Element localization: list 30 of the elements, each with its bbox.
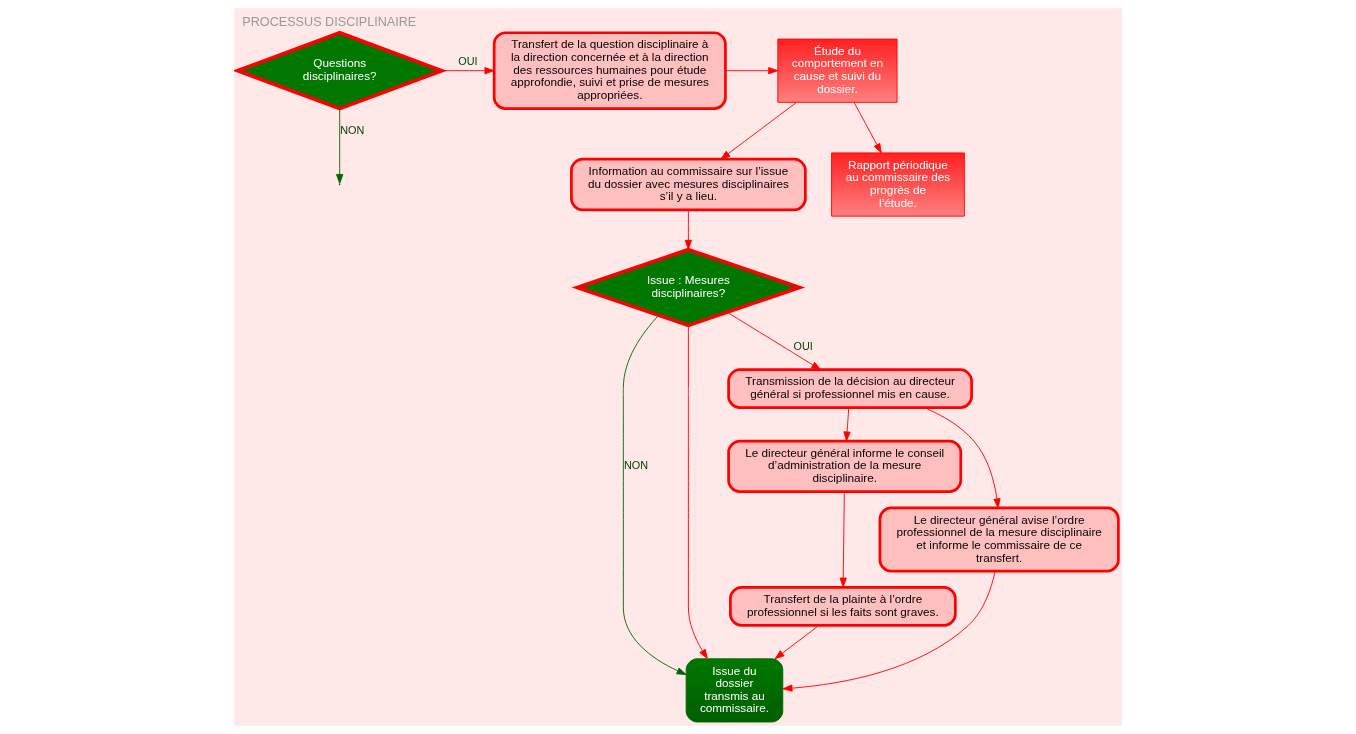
node-box: Transfert de la question disciplinaire à la direction concernée et à la direction des ressources humaines pour étude approfondie, suivi et prise de mesures appropriées. (492, 31, 727, 110)
arrow (782, 571, 996, 692)
node-diamond: Issue : Mesures disciplinaires? (571, 247, 806, 328)
arrow (684, 209, 692, 250)
arrow (853, 102, 882, 154)
arrow (720, 102, 797, 160)
node-diamond: Questions disciplinaires? (234, 30, 447, 111)
node-box: Issue du dossier transmis au commissaire. (685, 658, 784, 723)
arrow (839, 491, 847, 588)
node-box: Transfert de la plainte à l’ordre professionnel si les faits sont graves. (729, 586, 957, 627)
node-box: Transmission de la décision au directeur général si professionnel mis en cause. (727, 368, 973, 409)
node-box: Information au commissaire sur l’issue du dossier avec mesures disciplinaires s’il y a lieu. (570, 157, 807, 212)
arrow (774, 625, 820, 660)
node-box: Le directeur général informe le conseil d’administration de la mesure disciplinaire. (727, 439, 963, 493)
node-box: Le directeur général avise l’ordre professionnel de la mesure disciplinaire et informe le commissaire de ce transfert. (878, 506, 1120, 573)
arrow (725, 67, 779, 75)
edge-label: NON (340, 123, 365, 136)
arrow (727, 312, 822, 371)
edge-label: NON (623, 459, 649, 472)
arrow (843, 407, 851, 442)
arrow (336, 108, 344, 184)
arrow (687, 325, 708, 659)
edge-label: OUI (458, 54, 478, 67)
arrow (441, 67, 495, 75)
node-box: Étude du comportement en cause et suivi du dossier. (777, 38, 898, 103)
arrow (923, 407, 1001, 509)
arrow (622, 314, 687, 676)
diagram-title: PROCESSUS DISCIPLINAIRE (242, 14, 417, 29)
edge-label: OUI (793, 340, 813, 353)
node-box: Rapport périodique au commissaire des progrès de l’étude. (831, 152, 965, 217)
